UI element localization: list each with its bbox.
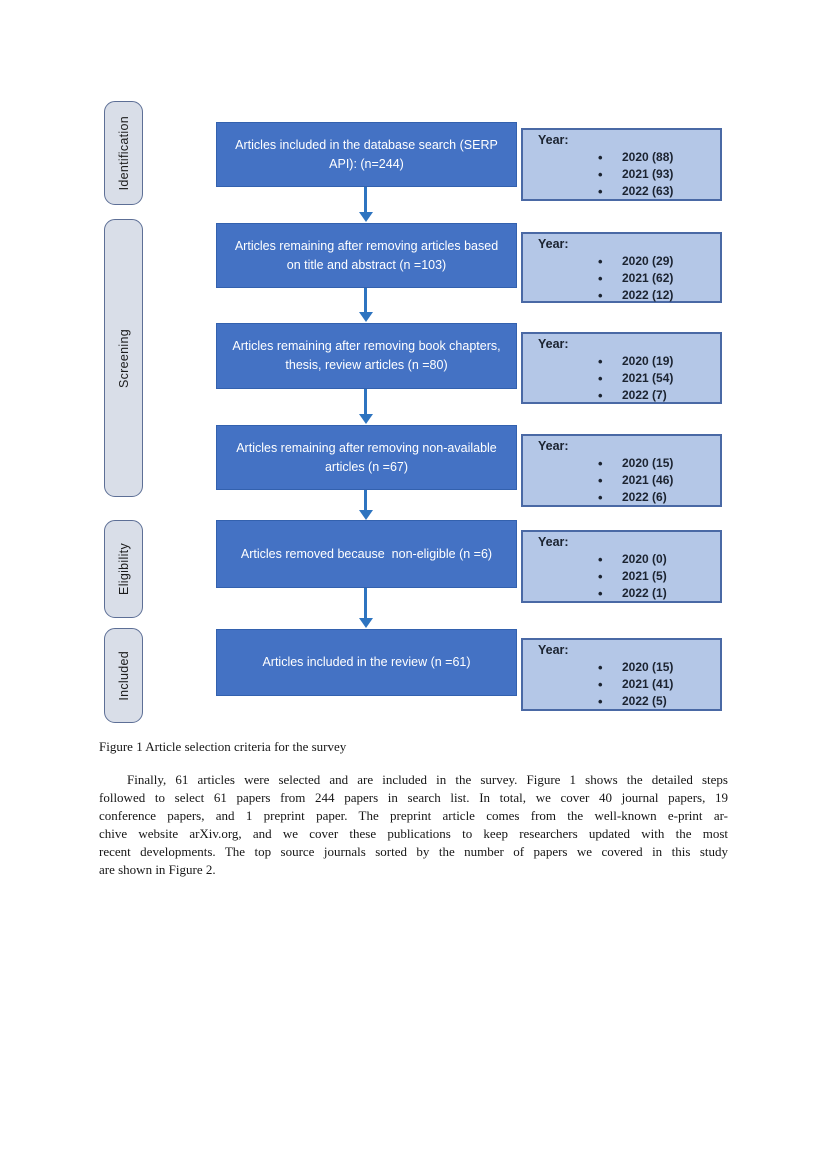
year-label: Year:: [538, 535, 569, 549]
year-label: Year:: [538, 133, 569, 147]
year-list: 2020 (29) 2021 (62) 2022 (12): [538, 253, 720, 304]
paragraph-line: conference papers, and 1 preprint paper.…: [99, 808, 728, 823]
paragraph-line: chive website arXiv.org, and we cover th…: [99, 826, 728, 841]
year-list: 2020 (88) 2021 (93) 2022 (63): [538, 149, 720, 200]
year-item: 2022 (5): [538, 693, 720, 710]
year-item: 2022 (1): [538, 585, 720, 602]
year-item: 2021 (46): [538, 472, 720, 489]
paragraph-line: are shown in Figure 2.: [99, 862, 216, 877]
year-item: 2020 (0): [538, 551, 720, 568]
process-box-database-search: Articles included in the database search…: [216, 122, 517, 187]
process-box-non-available: Articles remaining after removing non-av…: [216, 425, 517, 490]
year-list: 2020 (0) 2021 (5) 2022 (1): [538, 551, 720, 602]
process-box-included-review: Articles included in the review (n =61): [216, 629, 517, 696]
year-label: Year:: [538, 337, 569, 351]
year-item: 2022 (7): [538, 387, 720, 404]
stage-label-text: Eligibility: [116, 543, 131, 595]
year-item: 2022 (6): [538, 489, 720, 506]
year-box-2: Year: 2020 (29) 2021 (62) 2022 (12): [521, 232, 722, 304]
year-item: 2021 (5): [538, 568, 720, 585]
paragraph-line: followed to select 61 papers from 244 pa…: [99, 790, 728, 805]
year-box-5: Year: 2020 (0) 2021 (5) 2022 (1): [521, 530, 722, 603]
year-item: 2020 (29): [538, 253, 720, 270]
flow-arrow-down-5: [358, 588, 373, 628]
year-label: Year:: [538, 237, 569, 251]
flow-arrow-down-1: [358, 187, 373, 222]
year-item: 2020 (19): [538, 353, 720, 370]
year-label: Year:: [538, 643, 569, 657]
stage-label-text: Included: [116, 650, 131, 701]
stage-label-text: Identification: [116, 115, 131, 191]
stage-label-included: Included: [104, 628, 143, 723]
year-label: Year:: [538, 439, 569, 453]
stage-label-screening: Screening: [104, 219, 143, 497]
paragraph-line: Finally, 61 articles were selected and a…: [127, 772, 728, 787]
year-item: 2020 (88): [538, 149, 720, 166]
flow-arrow-down-3: [358, 389, 373, 424]
flow-arrow-down-2: [358, 288, 373, 322]
year-item: 2022 (12): [538, 287, 720, 304]
year-item: 2021 (93): [538, 166, 720, 183]
year-box-1: Year: 2020 (88) 2021 (93) 2022 (63): [521, 128, 722, 201]
year-list: 2020 (15) 2021 (41) 2022 (5): [538, 659, 720, 710]
paragraph-line: recent developments. The top source jour…: [99, 844, 728, 859]
year-box-6: Year: 2020 (15) 2021 (41) 2022 (5): [521, 638, 722, 711]
year-item: 2022 (63): [538, 183, 720, 200]
stage-label-identification: Identification: [104, 101, 143, 205]
figure-caption: Figure 1 Article selection criteria for …: [99, 739, 347, 754]
year-item: 2021 (62): [538, 270, 720, 287]
year-box-4: Year: 2020 (15) 2021 (46) 2022 (6): [521, 434, 722, 507]
body-paragraph: Finally, 61 articles were selected and a…: [99, 771, 728, 879]
process-box-non-eligible: Articles removed because non-eligible (n…: [216, 520, 517, 588]
process-box-title-abstract: Articles remaining after removing articl…: [216, 223, 517, 288]
year-item: 2021 (54): [538, 370, 720, 387]
year-list: 2020 (19) 2021 (54) 2022 (7): [538, 353, 720, 404]
year-item: 2020 (15): [538, 455, 720, 472]
year-box-3: Year: 2020 (19) 2021 (54) 2022 (7): [521, 332, 722, 404]
stage-label-eligibility: Eligibility: [104, 520, 143, 618]
process-box-book-chapters: Articles remaining after removing book c…: [216, 323, 517, 389]
year-list: 2020 (15) 2021 (46) 2022 (6): [538, 455, 720, 506]
flow-arrow-down-4: [358, 490, 373, 520]
year-item: 2020 (15): [538, 659, 720, 676]
stage-label-text: Screening: [116, 328, 131, 388]
year-item: 2021 (41): [538, 676, 720, 693]
